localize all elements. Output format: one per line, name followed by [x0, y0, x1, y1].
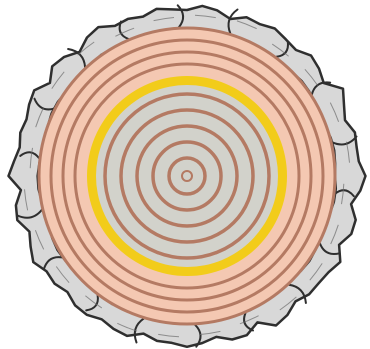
wood-layer	[39, 28, 335, 324]
pith	[182, 171, 192, 181]
